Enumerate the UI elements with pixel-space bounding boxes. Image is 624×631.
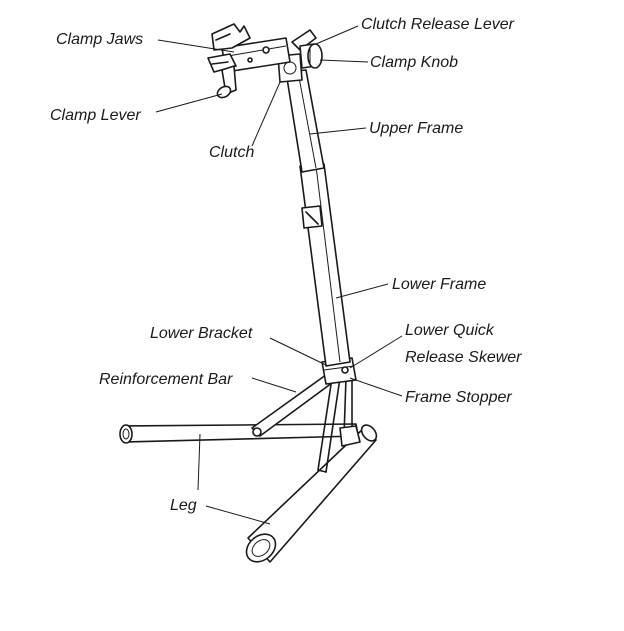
label-clutch: Clutch — [209, 144, 254, 161]
leader-lines — [155, 25, 403, 525]
label-frame-stopper: Frame Stopper — [405, 389, 512, 406]
label-clutch-release-lever: Clutch Release Lever — [361, 16, 515, 33]
lower-frame — [299, 163, 351, 367]
label-clamp-knob: Clamp Knob — [370, 54, 458, 71]
frame-stopper — [317, 377, 361, 473]
leg-right — [245, 424, 378, 563]
label-upper-frame: Upper Frame — [369, 120, 463, 137]
label-clamp-lever: Clamp Lever — [50, 107, 141, 124]
label-reinforcement-bar: Reinforcement Bar — [99, 371, 233, 388]
label-release-skewer: Release Skewer — [405, 349, 522, 366]
clutch-release-lever — [291, 29, 317, 51]
label-clamp-jaws: Clamp Jaws — [56, 31, 143, 48]
label-lower-bracket: Lower Bracket — [150, 325, 253, 342]
label-lower-frame: Lower Frame — [392, 276, 486, 293]
label-lower-quick: Lower Quick — [405, 322, 495, 339]
clamp-knob — [299, 43, 323, 69]
label-leg: Leg — [170, 497, 197, 514]
